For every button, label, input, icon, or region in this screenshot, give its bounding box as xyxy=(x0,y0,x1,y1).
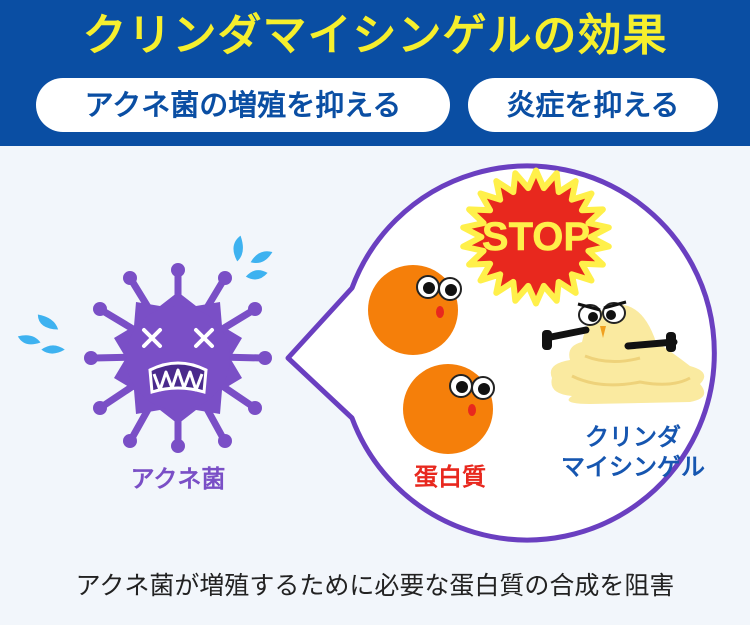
illustration-svg: STOP xyxy=(17,163,717,543)
protein-label: 蛋白質 xyxy=(414,463,486,491)
protein-ball-icon xyxy=(403,364,495,454)
caption: アクネ菌が増殖するために必要な蛋白質の合成を阻害 xyxy=(75,571,675,600)
speech-bubble xyxy=(285,163,717,543)
bacteria-icon xyxy=(84,263,272,453)
sweat-drops-icon xyxy=(17,235,273,354)
bacteria-label: アクネ菌 xyxy=(130,465,226,493)
protein-ball-icon xyxy=(368,265,462,355)
effect-pill-bacteria: アクネ菌の増殖を抑える xyxy=(36,78,450,132)
gel-label-line2: マイシンゲル xyxy=(561,453,705,481)
stop-burst-icon: STOP xyxy=(460,167,612,307)
effect-pill-inflammation: 炎症を抑える xyxy=(468,78,718,132)
illustration-scene: STOP xyxy=(0,146,750,566)
gel-character-icon xyxy=(542,300,705,404)
stop-text: STOP xyxy=(482,215,590,259)
gel-label-line1: クリンダ xyxy=(585,423,681,451)
header-banner: クリンダマイシンゲルの効果 アクネ菌の増殖を抑える 炎症を抑える xyxy=(0,0,750,146)
page-title: クリンダマイシンゲルの効果 xyxy=(82,10,668,61)
